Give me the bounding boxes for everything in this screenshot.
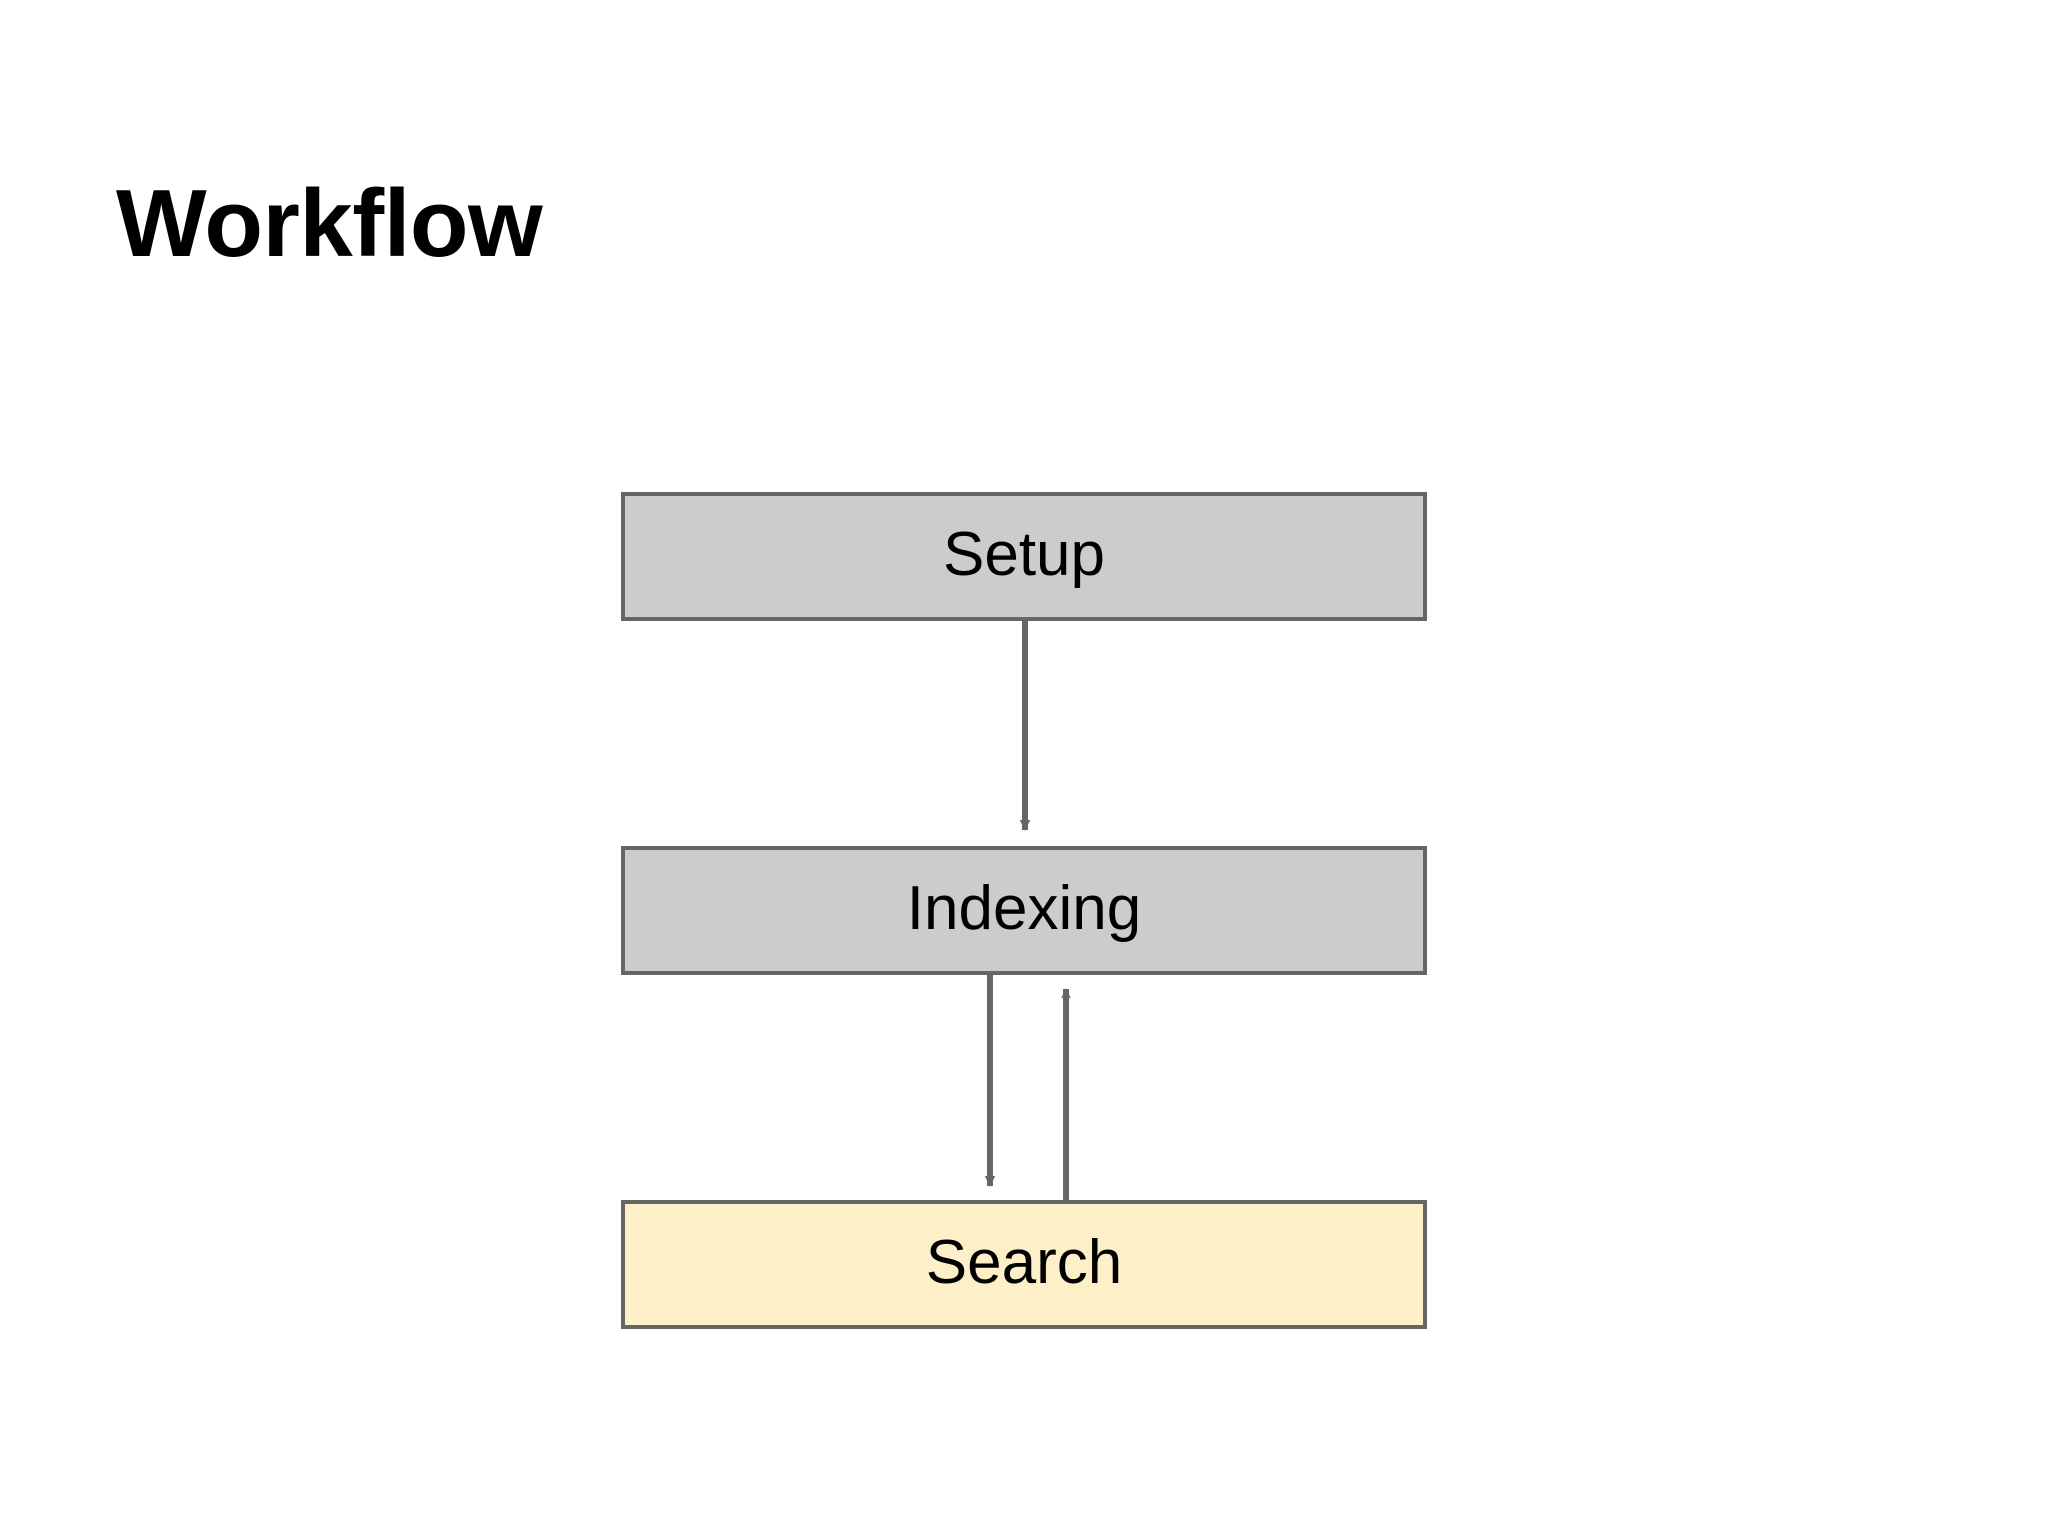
node-search[interactable]: Search bbox=[621, 1200, 1427, 1329]
node-setup-label: Setup bbox=[942, 519, 1106, 589]
page-title: Workflow bbox=[116, 170, 543, 277]
node-indexing-label: Indexing bbox=[906, 873, 1142, 943]
node-search-label: Search bbox=[925, 1227, 1123, 1297]
node-indexing[interactable]: Indexing bbox=[621, 846, 1427, 975]
node-setup[interactable]: Setup bbox=[621, 492, 1427, 621]
